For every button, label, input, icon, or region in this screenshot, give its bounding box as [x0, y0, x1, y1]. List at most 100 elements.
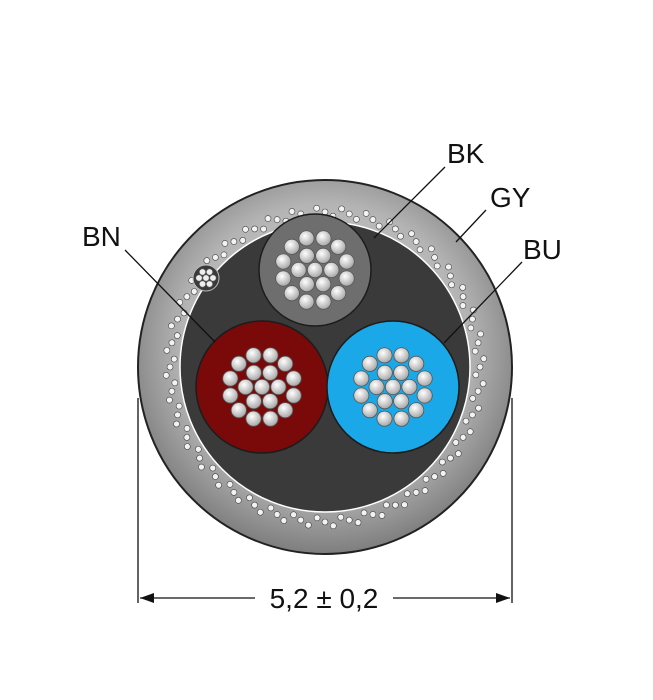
conductor-bk — [258, 213, 372, 327]
braid-wire — [392, 501, 399, 509]
braid-wire — [469, 315, 476, 323]
strand — [277, 402, 294, 419]
braid-wire — [452, 439, 460, 446]
braid-wire — [215, 481, 222, 489]
braid-wire — [174, 315, 181, 323]
braid-wire — [212, 254, 219, 261]
strand — [376, 364, 393, 381]
braid-wire — [184, 443, 191, 450]
braid-wire — [257, 508, 264, 516]
braid-wire — [459, 302, 467, 309]
leader-gy — [455, 209, 487, 243]
strand — [275, 253, 292, 270]
braid-wire — [338, 205, 345, 213]
strand — [376, 347, 393, 364]
strand — [285, 387, 302, 404]
braid-wire — [345, 516, 353, 524]
strand — [222, 370, 239, 387]
braid-wire — [459, 434, 467, 441]
braid-wire — [479, 380, 487, 387]
strand — [285, 370, 302, 387]
braid-wire — [475, 404, 482, 412]
braid-wire — [220, 251, 228, 259]
strand — [393, 410, 410, 427]
braid-wire — [469, 395, 477, 402]
strand — [376, 393, 393, 410]
label-bn: BN — [82, 221, 121, 252]
braid-wire — [392, 225, 399, 233]
strand — [361, 402, 378, 419]
strand — [393, 364, 410, 381]
braid-wire — [462, 417, 470, 425]
braid-wire — [212, 473, 219, 480]
braid-wire — [330, 522, 337, 530]
braid-wire — [168, 387, 176, 395]
braid-wire — [235, 497, 242, 504]
braid-wire — [408, 230, 415, 237]
braid-wire — [267, 504, 275, 512]
braid-wire — [173, 332, 181, 339]
strand — [376, 410, 393, 427]
braid-wire — [321, 518, 329, 526]
braid-wire — [466, 428, 474, 435]
braid-wire — [273, 216, 281, 223]
braid-wire — [174, 411, 181, 419]
strand — [262, 347, 279, 364]
braid-wire — [353, 215, 360, 223]
strand — [230, 402, 247, 419]
braid-wire — [378, 512, 386, 519]
strand — [353, 387, 370, 404]
braid-wire — [173, 420, 180, 428]
strand — [245, 410, 262, 427]
braid-wire — [273, 511, 281, 518]
braid-wire — [195, 445, 202, 453]
braid-wire — [375, 222, 383, 230]
braid-wire — [305, 521, 312, 529]
braid-wire — [401, 501, 408, 508]
braid-wire — [412, 238, 420, 245]
braid-wire — [474, 387, 482, 395]
leader-bn — [124, 249, 216, 343]
label-gy: GY — [490, 182, 531, 213]
braid-wire — [428, 245, 435, 253]
braid-wire — [226, 481, 234, 488]
braid-wire — [474, 339, 482, 347]
braid-wire — [209, 464, 217, 472]
strand — [408, 355, 425, 372]
braid-wire — [354, 519, 362, 526]
strand — [253, 378, 270, 395]
conductor-bu — [326, 320, 460, 454]
braid-wire — [422, 475, 430, 483]
strand — [262, 410, 279, 427]
strand — [298, 293, 315, 310]
braid-wire — [190, 288, 198, 295]
braid-wire — [198, 463, 205, 471]
strand — [330, 285, 347, 302]
dimension-arrow-left — [140, 593, 154, 603]
conductor-bn — [195, 320, 329, 454]
braid-wire — [455, 450, 462, 457]
braid-wire — [251, 225, 258, 233]
braid-wire — [397, 232, 404, 240]
braid-wire — [369, 511, 377, 518]
braid-wire — [447, 272, 454, 280]
braid-wire — [297, 516, 305, 524]
dimension-text: 5,2 ± 0,2 — [270, 583, 379, 614]
braid-wire — [412, 489, 420, 496]
dimension-arrow-right — [496, 593, 510, 603]
label-bu: BU — [523, 234, 562, 265]
strand — [393, 347, 410, 364]
strand — [298, 230, 315, 247]
label-bk: BK — [447, 138, 485, 169]
braid-wire — [264, 215, 272, 222]
braid-wire — [383, 501, 390, 509]
strand — [298, 247, 315, 264]
braid-wire — [313, 204, 320, 212]
strand — [245, 364, 262, 381]
braid-wire — [362, 210, 370, 217]
braid-wire — [166, 363, 174, 371]
strand — [245, 347, 262, 364]
braid-wire — [162, 372, 170, 379]
drain-strand — [195, 274, 203, 282]
strand — [315, 247, 332, 264]
